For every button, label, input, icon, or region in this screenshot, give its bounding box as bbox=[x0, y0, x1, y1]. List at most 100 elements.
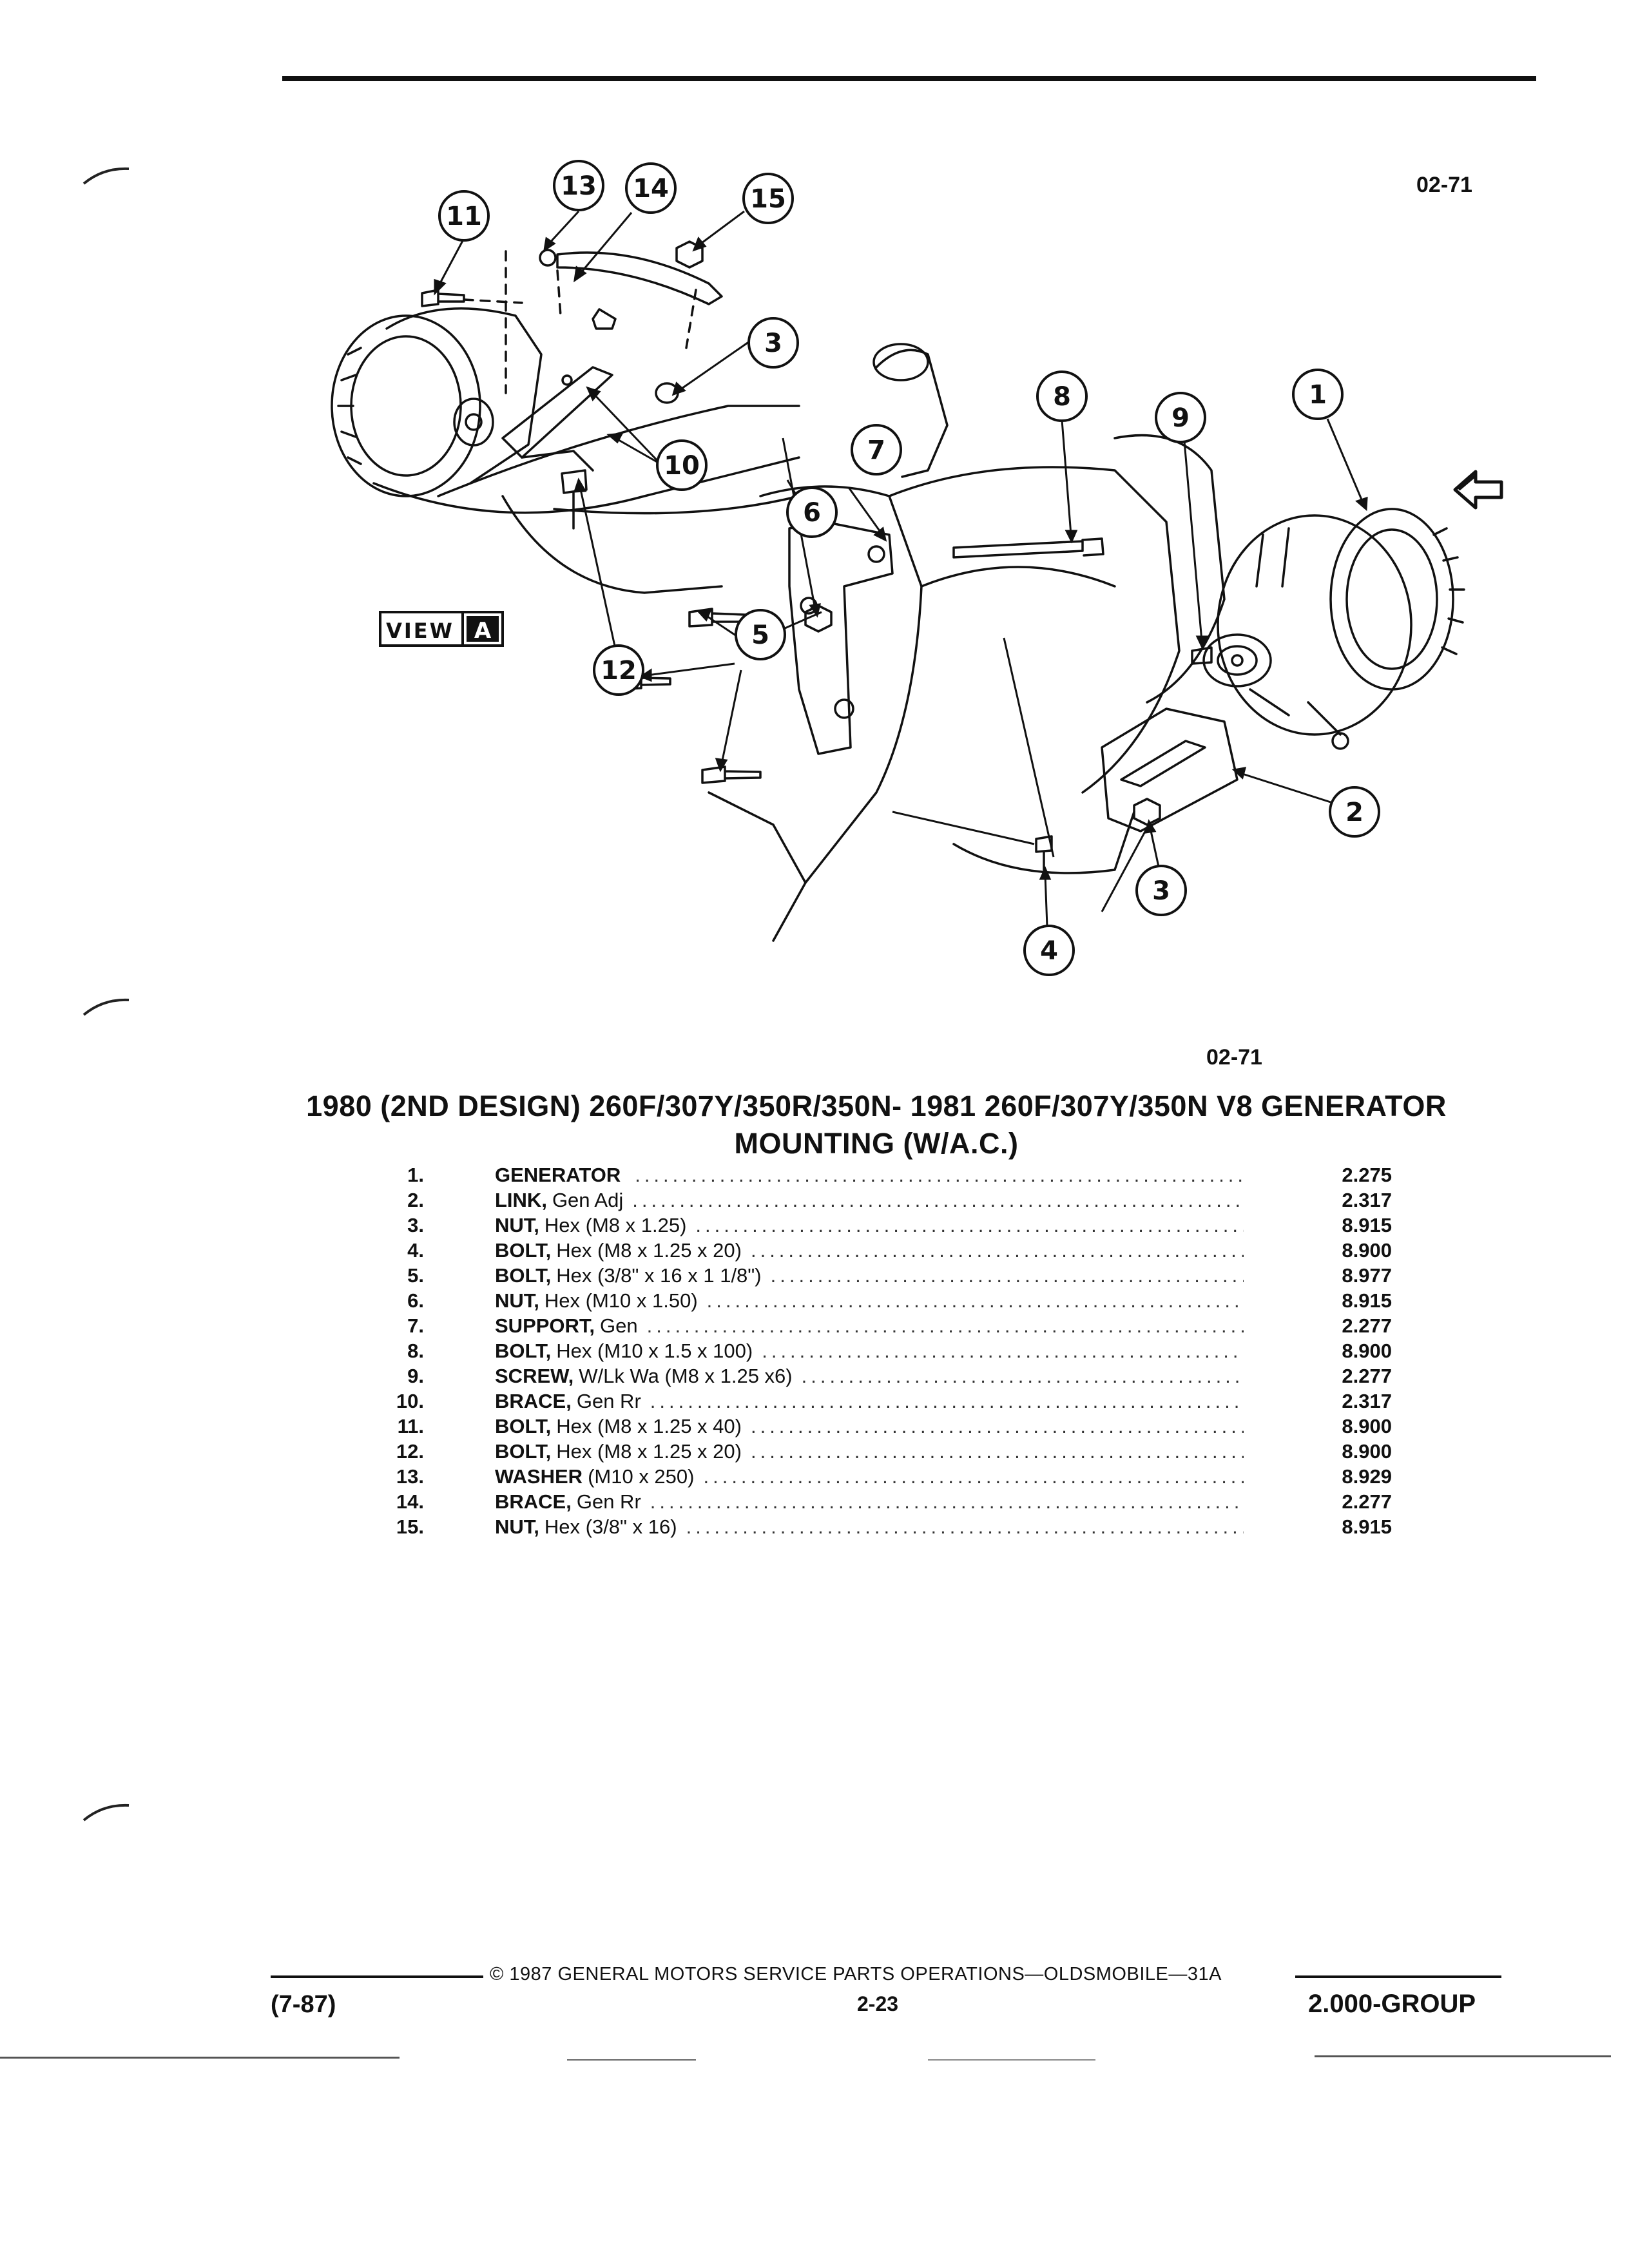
parts-row: 7.SUPPORT,Gen2.277 bbox=[361, 1314, 1392, 1340]
footer-date: (7-87) bbox=[271, 1991, 336, 2018]
part-detail: Hex (3/8" x 16) bbox=[544, 1515, 677, 1538]
part-detail: Hex (M8 x 1.25 x 20) bbox=[556, 1239, 742, 1262]
part-group-code: 8.929 bbox=[1342, 1465, 1392, 1488]
callout-3-top: 3 bbox=[747, 317, 799, 369]
part-group-code: 8.915 bbox=[1342, 1515, 1392, 1538]
part-detail: Hex (M10 x 1.50) bbox=[544, 1289, 698, 1312]
part-description: LINK,Gen Adj bbox=[495, 1189, 1244, 1212]
callout-5: 5 bbox=[735, 609, 786, 660]
callout-label: 3 bbox=[1152, 876, 1170, 906]
callout-label: 10 bbox=[664, 451, 700, 481]
part-group-code: 8.900 bbox=[1342, 1340, 1392, 1362]
leader-dots bbox=[751, 1239, 1244, 1262]
part-name: BOLT, bbox=[495, 1440, 552, 1463]
part-name: LINK, bbox=[495, 1189, 547, 1211]
callout-label: 1 bbox=[1309, 380, 1327, 410]
part-detail: Hex (M8 x 1.25 x 40) bbox=[556, 1415, 742, 1437]
callout-2: 2 bbox=[1329, 786, 1380, 838]
callout-label: 4 bbox=[1040, 936, 1058, 966]
callout-7: 7 bbox=[851, 424, 902, 476]
part-number: 11. bbox=[397, 1415, 424, 1437]
callout-13: 13 bbox=[553, 160, 604, 211]
leader-dots bbox=[695, 1214, 1244, 1237]
part-number: 1. bbox=[407, 1164, 424, 1186]
part-detail: Hex (M8 x 1.25 x 20) bbox=[556, 1440, 742, 1463]
parts-row: 15.NUT,Hex (3/8" x 16)8.915 bbox=[361, 1515, 1392, 1541]
callout-label: 15 bbox=[750, 184, 786, 214]
scan-line bbox=[1315, 2055, 1611, 2057]
parts-row: 12. BOLT,Hex (M8 x 1.25 x 20) 8.900 bbox=[361, 1440, 1392, 1465]
part-number: 10. bbox=[396, 1390, 424, 1412]
part-description: BOLT,Hex (3/8" x 16 x 1 1/8") bbox=[495, 1264, 1244, 1287]
part-name: SUPPORT, bbox=[495, 1314, 595, 1337]
leader-dots bbox=[707, 1289, 1244, 1312]
part-group-code: 2.277 bbox=[1342, 1365, 1392, 1387]
part-description: BOLT,Hex (M10 x 1.5 x 100) bbox=[495, 1340, 1244, 1363]
callout-4: 4 bbox=[1023, 925, 1075, 976]
scan-line bbox=[928, 2059, 1095, 2061]
callout-label: 6 bbox=[803, 498, 821, 528]
parts-row: 10.BRACE,Gen Rr2.317 bbox=[361, 1390, 1392, 1415]
part-description: BOLT,Hex (M8 x 1.25 x 40) bbox=[495, 1415, 1244, 1438]
part-name: BOLT, bbox=[495, 1239, 552, 1262]
part-number: 8. bbox=[407, 1340, 424, 1362]
footer-rule-right bbox=[1295, 1975, 1501, 1978]
leader-dots bbox=[650, 1390, 1244, 1413]
part-description: SCREW,W/Lk Wa (M8 x 1.25 x6) bbox=[495, 1365, 1244, 1388]
part-detail: W/Lk Wa (M8 x 1.25 x6) bbox=[579, 1365, 793, 1387]
footer-group: 2.000-GROUP bbox=[1308, 1990, 1476, 2018]
view-label-text: VIEW bbox=[386, 619, 454, 643]
callout-label: 13 bbox=[561, 171, 597, 201]
part-group-code: 2.317 bbox=[1342, 1189, 1392, 1211]
callout-label: 9 bbox=[1171, 403, 1190, 433]
callout-label: 7 bbox=[867, 436, 885, 465]
callout-10: 10 bbox=[656, 439, 708, 491]
scan-mark bbox=[82, 998, 130, 1016]
leader-dots bbox=[751, 1440, 1244, 1463]
parts-row: 3.NUT,Hex (M8 x 1.25)8.915 bbox=[361, 1214, 1392, 1239]
leader-dots bbox=[703, 1465, 1244, 1488]
top-rule bbox=[282, 76, 1536, 81]
callout-14: 14 bbox=[625, 162, 677, 214]
scan-mark bbox=[82, 167, 130, 185]
part-group-code: 8.900 bbox=[1342, 1440, 1392, 1463]
part-description: GENERATOR bbox=[495, 1164, 1244, 1187]
scan-mark bbox=[82, 1803, 130, 1821]
part-description: BRACE,Gen Rr bbox=[495, 1390, 1244, 1413]
part-detail: Hex (M8 x 1.25) bbox=[544, 1214, 687, 1236]
part-name: BOLT, bbox=[495, 1415, 552, 1437]
figure-code-caption: 02-71 bbox=[1206, 1045, 1262, 1070]
callout-11: 11 bbox=[438, 190, 490, 242]
callout-label: 11 bbox=[446, 202, 482, 231]
part-number: 4. bbox=[407, 1239, 424, 1262]
part-group-code: 8.900 bbox=[1342, 1415, 1392, 1437]
part-name: GENERATOR bbox=[495, 1164, 621, 1186]
part-number: 14. bbox=[396, 1490, 424, 1513]
view-letter-text: A bbox=[474, 618, 492, 644]
part-name: SCREW, bbox=[495, 1365, 574, 1387]
callout-15: 15 bbox=[742, 173, 794, 224]
part-group-code: 8.915 bbox=[1342, 1214, 1392, 1236]
part-description: NUT,Hex (M10 x 1.50) bbox=[495, 1289, 1244, 1312]
generator-drawing bbox=[1202, 508, 1465, 750]
parts-row: 5.BOLT,Hex (3/8" x 16 x 1 1/8")8.977 bbox=[361, 1264, 1392, 1289]
part-name: BOLT, bbox=[495, 1264, 552, 1287]
part-number: 9. bbox=[407, 1365, 424, 1387]
part-detail: Hex (M10 x 1.5 x 100) bbox=[556, 1340, 753, 1362]
leader-dots bbox=[762, 1340, 1244, 1363]
page-number: 2-23 bbox=[857, 1992, 899, 2015]
callout-label: 8 bbox=[1053, 382, 1071, 412]
leader-dots bbox=[635, 1164, 1244, 1187]
part-name: NUT, bbox=[495, 1289, 539, 1312]
part-detail: (M10 x 250) bbox=[588, 1465, 695, 1488]
callout-label: 12 bbox=[601, 656, 637, 686]
part-description: NUT,Hex (3/8" x 16) bbox=[495, 1515, 1244, 1539]
callout-label: 2 bbox=[1345, 798, 1364, 827]
part-name: WASHER bbox=[495, 1465, 583, 1488]
callout-label: 14 bbox=[633, 174, 669, 204]
part-group-code: 8.900 bbox=[1342, 1239, 1392, 1262]
part-description: BOLT,Hex (M8 x 1.25 x 20) bbox=[495, 1440, 1244, 1463]
part-number: 12. bbox=[396, 1440, 424, 1463]
part-detail: Gen bbox=[600, 1314, 638, 1337]
part-detail: Gen Adj bbox=[552, 1189, 624, 1211]
